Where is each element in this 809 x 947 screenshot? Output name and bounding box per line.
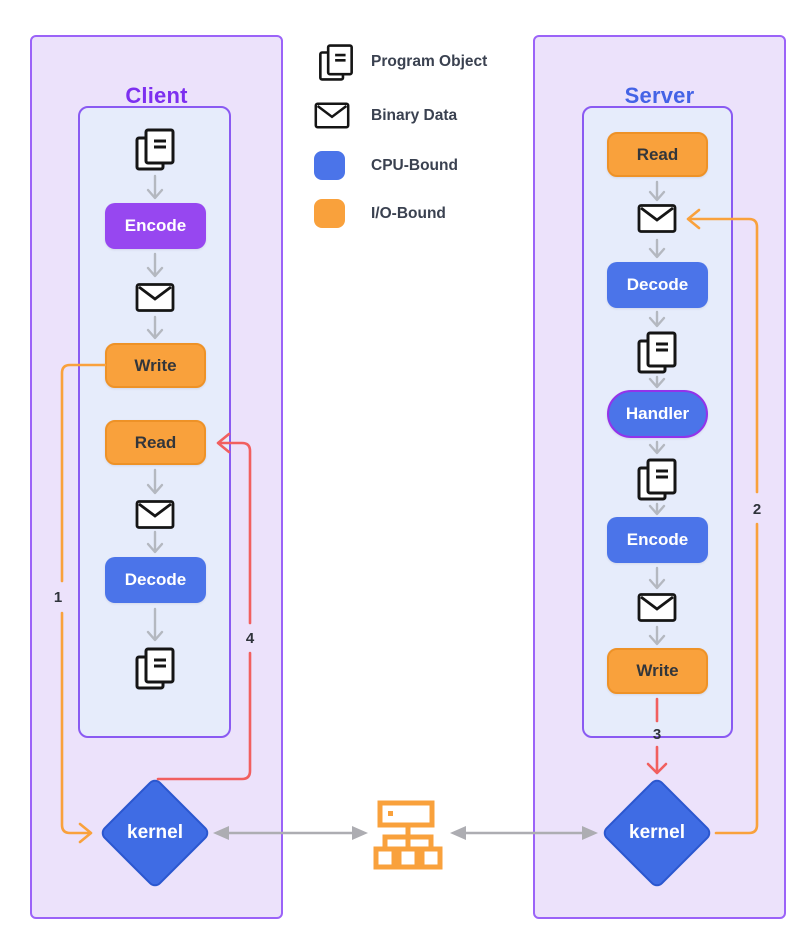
legend-io-bound-label: I/O-Bound: [371, 205, 446, 222]
sequence-label-1: 1: [53, 589, 63, 606]
client-write-node: Write: [105, 343, 206, 388]
client-decode-node: Decode: [105, 557, 206, 603]
client-panel-title: Client: [125, 83, 188, 108]
binary-data-icon: [135, 283, 175, 312]
binary-data-icon: [637, 204, 677, 233]
client-kernel-node: kernel: [97, 775, 213, 891]
kernel-label: kernel: [127, 822, 183, 843]
program-object-icon: [135, 647, 175, 690]
network-icon: [373, 800, 443, 870]
server-kernel-node: kernel: [599, 775, 715, 891]
client-encode-node: Encode: [105, 203, 206, 249]
server-handler-node: Handler: [607, 390, 708, 438]
client-read-node: Read: [105, 420, 206, 465]
binary-data-icon: [637, 593, 677, 622]
program-object-icon: [319, 44, 353, 81]
legend-program-object-label: Program Object: [371, 53, 488, 70]
sequence-label-2: 2: [752, 501, 762, 518]
server-write-node: Write: [607, 648, 708, 694]
binary-data-icon: [135, 500, 175, 529]
server-encode-node: Encode: [607, 517, 708, 563]
sequence-label-3: 3: [652, 726, 662, 743]
legend-binary-data-label: Binary Data: [371, 107, 458, 124]
network-led-dot: [388, 811, 393, 816]
sequence-label-4: 4: [245, 630, 255, 647]
server-read-node: Read: [607, 132, 708, 177]
cpu-bound-swatch: [314, 151, 345, 180]
io-bound-swatch: [314, 199, 345, 228]
binary-data-icon: [314, 102, 350, 129]
program-object-icon: [135, 128, 175, 171]
server-decode-node: Decode: [607, 262, 708, 308]
kernel-label: kernel: [629, 822, 685, 843]
program-object-icon: [637, 331, 677, 374]
legend-cpu-bound-label: CPU-Bound: [371, 157, 458, 174]
server-panel-title: Server: [624, 83, 695, 108]
program-object-icon: [637, 458, 677, 501]
